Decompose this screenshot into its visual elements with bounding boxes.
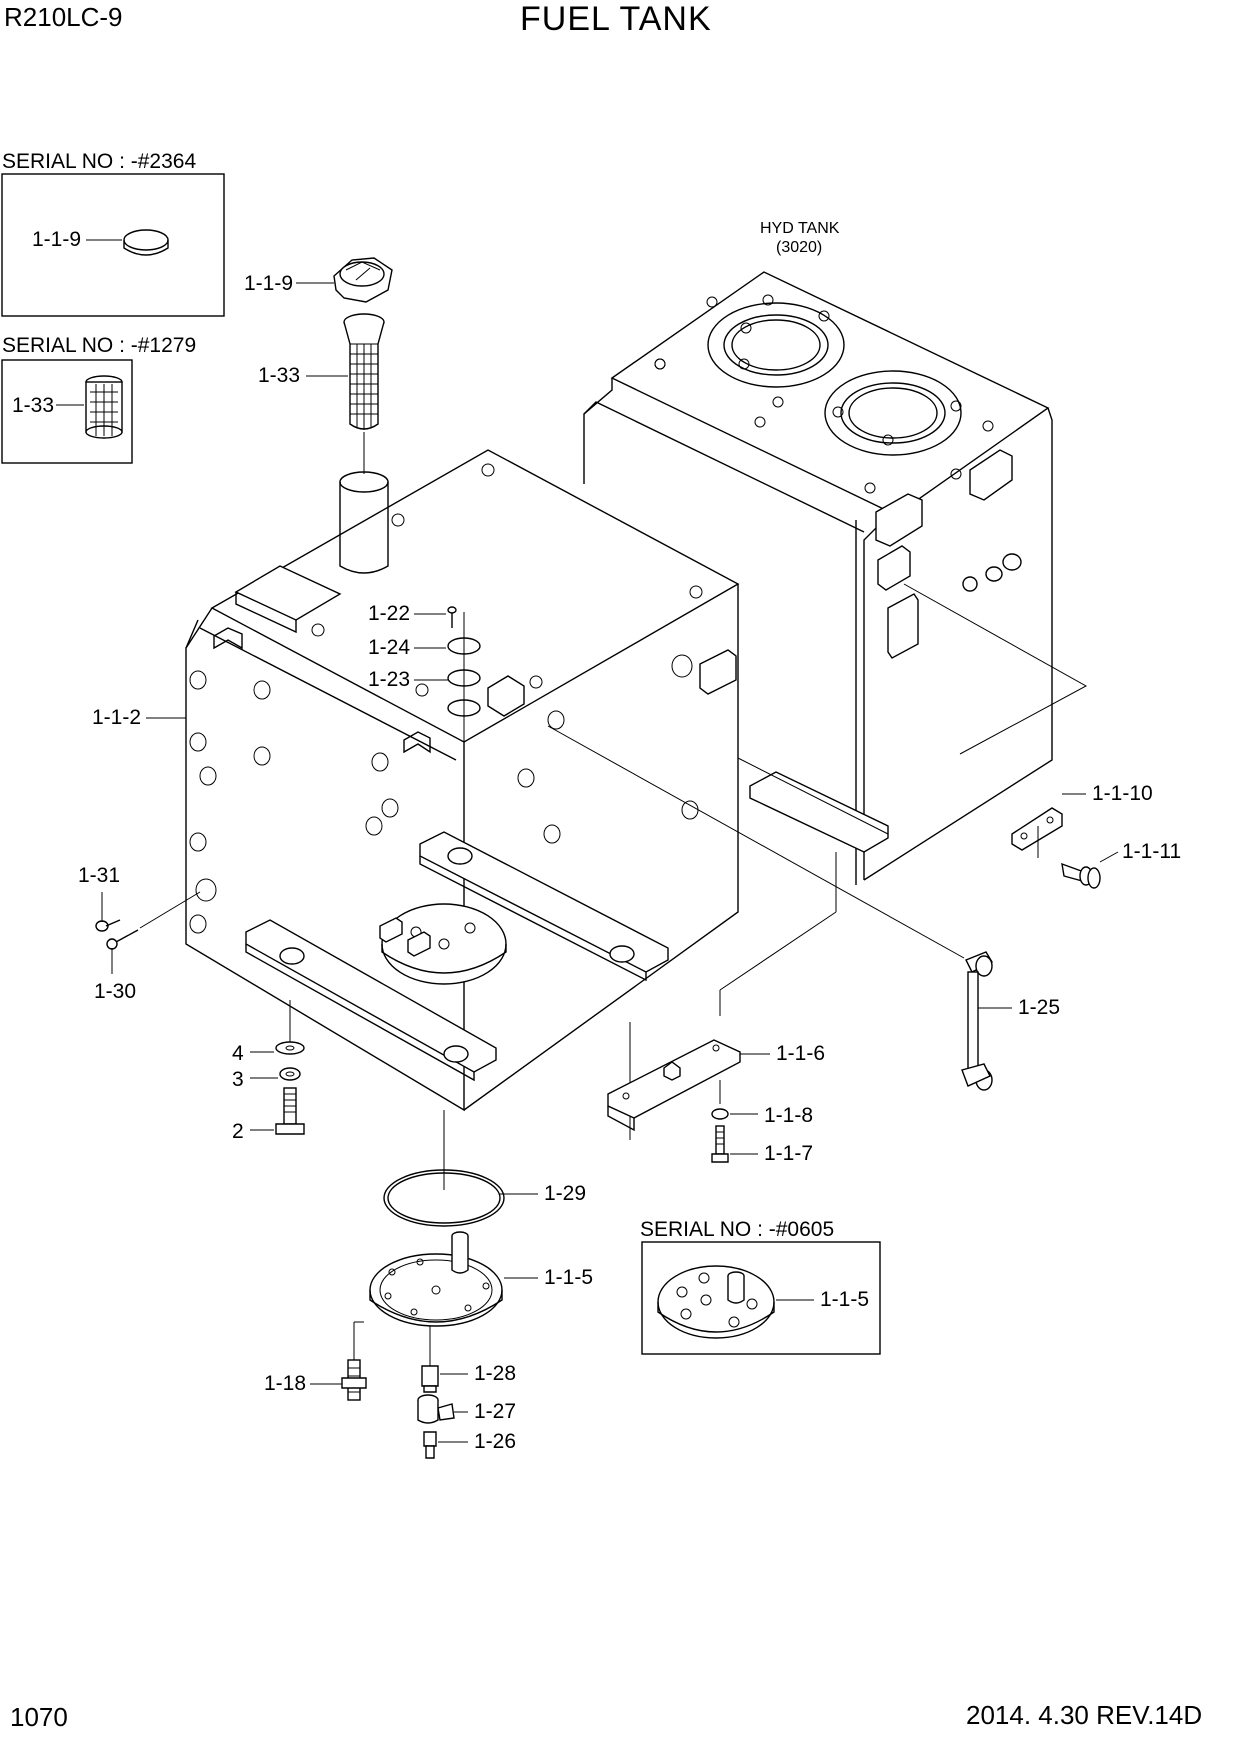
serial-label-cap: SERIAL NO : -#2364 <box>2 150 196 173</box>
plug-128 <box>421 1365 439 1393</box>
washer-4 <box>275 1041 305 1055</box>
part-131 <box>95 919 121 932</box>
hyd-tank-label: HYD TANK <box>760 220 840 237</box>
callout-washer-118: 1-1-8 <box>764 1104 813 1127</box>
callout-nipple-126: 1-26 <box>474 1430 516 1453</box>
callout-cap: 1-1-9 <box>244 272 293 295</box>
hyd-tank-ref: (3020) <box>776 239 822 256</box>
callout-gasket-123: 1-23 <box>368 668 410 691</box>
fuel-cap <box>333 257 393 303</box>
plate-inset-icon <box>657 1265 775 1339</box>
callout-bracket-1110: 1-1-10 <box>1092 782 1153 805</box>
tank-bottom-plate <box>379 903 507 985</box>
hyd-tank: HYD TANK (3020) <box>583 220 1088 885</box>
part-130 <box>106 929 139 950</box>
inset-strainer-box: SERIAL NO : -#1279 1-33 <box>1 334 196 464</box>
bracket-116 <box>607 1039 741 1132</box>
inset-plate-box: SERIAL NO : -#0605 1-1-5 <box>640 1218 881 1355</box>
callout-washer-3: 3 <box>232 1068 244 1091</box>
callout-washer-4: 4 <box>232 1042 244 1065</box>
serial-label-strainer: SERIAL NO : -#1279 <box>2 334 196 357</box>
callout-plug-128: 1-28 <box>474 1362 516 1385</box>
callout-gauge-125: 1-25 <box>1018 996 1060 1019</box>
bolt-2 <box>275 1087 305 1135</box>
callout-bolt-122: 1-22 <box>368 602 410 625</box>
washer-118 <box>711 1108 729 1120</box>
filler-neck <box>339 471 389 574</box>
cock-127 <box>417 1394 455 1424</box>
hyd-port-2 <box>824 370 962 456</box>
bracket-1110 <box>1011 807 1063 851</box>
washer-3 <box>279 1067 301 1081</box>
fuel-tank <box>185 449 889 1140</box>
bolt-117 <box>711 1125 729 1163</box>
callout-plate-115: 1-1-5 <box>544 1266 593 1289</box>
page-title: FUEL TANK <box>520 0 712 38</box>
level-gauge-125 <box>961 951 993 1091</box>
stud-118 <box>341 1359 367 1401</box>
bolt-1111 <box>1061 862 1101 889</box>
callout-bolt-1111: 1-1-11 <box>1122 840 1181 863</box>
model-label: R210LC-9 <box>4 2 123 32</box>
bolt-122 <box>447 606 457 628</box>
callout-cock-127: 1-27 <box>474 1400 516 1423</box>
callout-flange-124: 1-24 <box>368 636 410 659</box>
callout-bolt-2: 2 <box>232 1120 244 1143</box>
callout-inset-cap: 1-1-9 <box>32 228 81 251</box>
callout-bracket-116: 1-1-6 <box>776 1042 825 1065</box>
nipple-126 <box>423 1431 437 1459</box>
callout-bolt-117: 1-1-7 <box>764 1142 813 1165</box>
callout-tank: 1-1-2 <box>92 706 141 729</box>
callout-strainer: 1-33 <box>258 364 300 387</box>
callout-part-130: 1-30 <box>94 980 136 1003</box>
strainer <box>343 313 385 430</box>
callout-inset-strainer: 1-33 <box>12 394 54 417</box>
hyd-port-1 <box>707 302 845 388</box>
page-number: 1070 <box>10 1702 68 1732</box>
serial-label-plate: SERIAL NO : -#0605 <box>640 1218 834 1241</box>
callout-part-131: 1-31 <box>78 864 120 887</box>
inset-cap-box: SERIAL NO : -#2364 1-1-9 <box>1 150 225 317</box>
plate-115 <box>369 1231 503 1327</box>
strainer-inset-icon <box>85 375 123 439</box>
callout-inset-plate: 1-1-5 <box>820 1288 869 1311</box>
callout-stud-118: 1-18 <box>264 1372 306 1395</box>
date-revision: 2014. 4.30 REV.14D <box>966 1700 1203 1730</box>
callout-oring-129: 1-29 <box>544 1182 586 1205</box>
fuel-cap-inset-icon <box>123 229 169 256</box>
